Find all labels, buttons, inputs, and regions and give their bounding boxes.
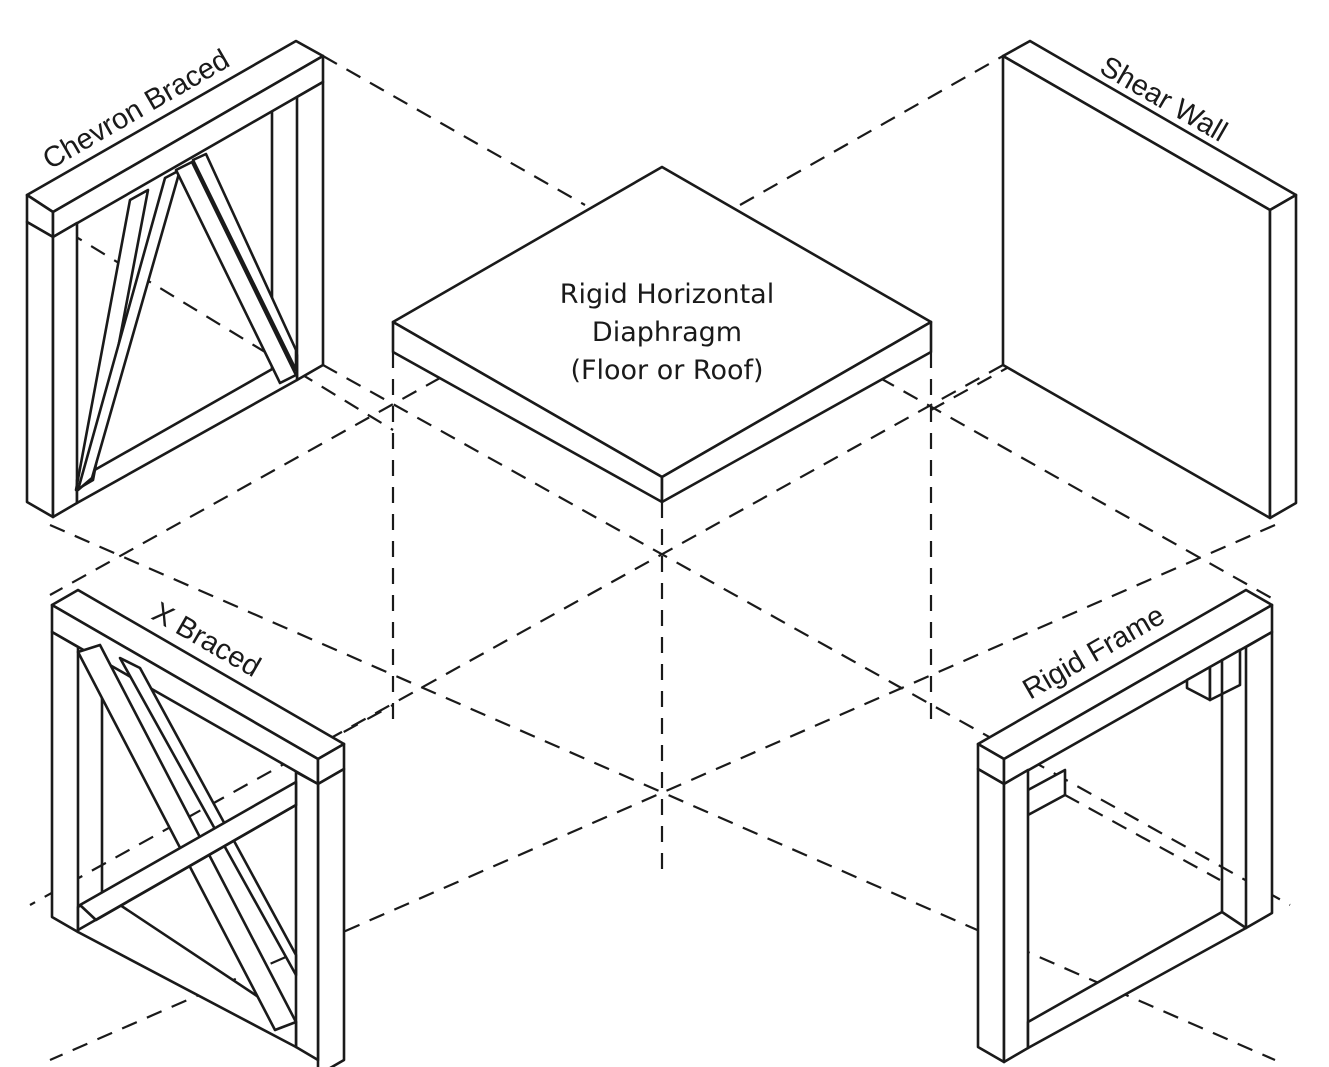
diaphragm-label-line3: (Floor or Roof) [570,355,763,386]
diaphragm-label-line1: Rigid Horizontal [560,279,774,310]
chevron-braced-frame: Chevron Braced [25,39,325,519]
diaphragm-slab: Rigid Horizontal Diaphragm (Floor or Roo… [391,165,933,504]
x-braced-frame: X Braced [50,588,346,1067]
shear-wall: Shear Wall [1001,39,1298,520]
rigid-frame: Rigid Frame [976,588,1274,1064]
diaphragm-label-line2: Diaphragm [592,317,742,348]
dashed-guides [29,55,1291,1062]
